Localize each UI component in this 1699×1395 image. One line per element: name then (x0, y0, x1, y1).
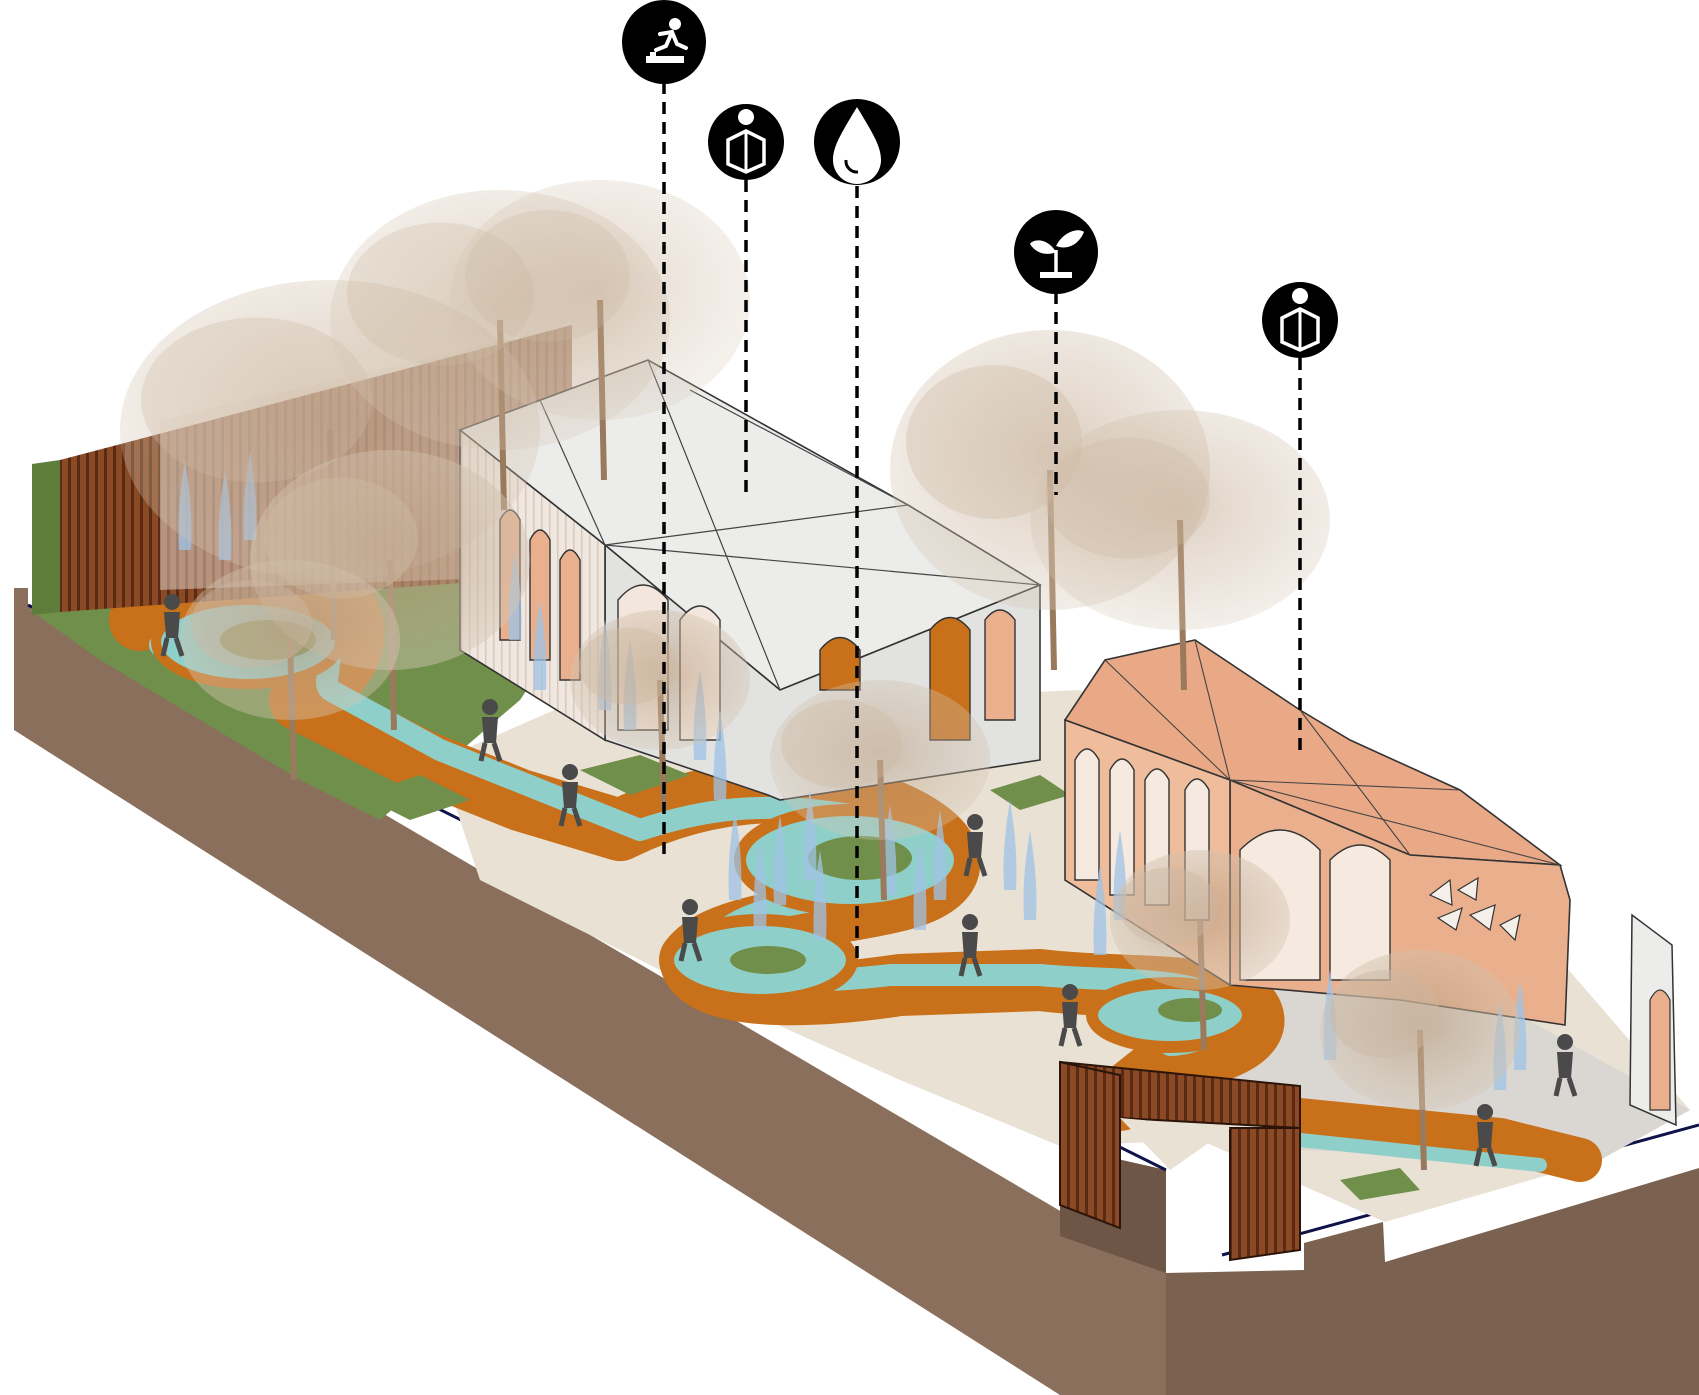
person-figure (558, 764, 583, 827)
green-wall-end (32, 460, 60, 615)
fountain-jet (883, 805, 897, 895)
fountain-jet (1023, 830, 1037, 920)
water-drop-highlight (844, 159, 859, 174)
timber-gate-top (1059, 1061, 1301, 1130)
fountain-jet (813, 850, 827, 940)
person-figure (478, 699, 503, 762)
peach-pavilion-window-triangles (1428, 876, 1521, 942)
soil-front-face (1166, 1168, 1699, 1395)
fountain-jet (713, 710, 727, 800)
timber-gate-left (1059, 1060, 1121, 1230)
tree (1110, 850, 1290, 1051)
fountain-jet (728, 810, 742, 900)
person-figure (963, 814, 988, 877)
callout-education-1[interactable] (708, 104, 784, 495)
fountain-jet (533, 600, 547, 690)
callout-education-2[interactable] (1262, 282, 1338, 755)
person-figure (1473, 1104, 1498, 1167)
tree (1320, 950, 1520, 1171)
timber-gate-right (1229, 1127, 1301, 1262)
fountain-jet (773, 815, 787, 905)
fountain-jet (1093, 865, 1107, 955)
planter (360, 775, 470, 820)
pool-4-island (1158, 998, 1222, 1022)
corner-kiosk-arch (1649, 989, 1671, 1111)
person-figure (1553, 1034, 1578, 1097)
person-figure (1058, 984, 1083, 1047)
fountain-jet (753, 840, 767, 930)
callout-water[interactable] (814, 99, 900, 965)
fountain-jet (1003, 800, 1017, 890)
peach-pavilion (1063, 639, 1571, 1026)
tree (770, 680, 990, 901)
callout-planting[interactable] (1014, 210, 1098, 495)
path-spur (1278, 1098, 1602, 1182)
timber-gate (1059, 1060, 1301, 1262)
reading-person-icon (726, 109, 766, 174)
person-figure (678, 899, 703, 962)
reading-person-icon (1280, 288, 1320, 352)
people (160, 594, 1578, 1167)
running-person-icon (646, 18, 688, 63)
water-channel-right (1293, 1133, 1547, 1172)
corner-kiosk (1629, 913, 1677, 1127)
trees (120, 180, 1520, 1171)
soil-left-face (14, 588, 1166, 1395)
pool-3-island (730, 946, 806, 974)
tree (180, 560, 400, 781)
gate-opening-floor (1120, 1118, 1230, 1170)
tree (1030, 410, 1330, 691)
callout-markers (622, 0, 1338, 965)
fountain-jet (933, 810, 947, 900)
tree (450, 180, 750, 481)
callout-activity[interactable] (622, 0, 706, 855)
white-pavilion-roof-lines (539, 359, 1041, 691)
peach-pavilion-roof-lines (1104, 639, 1561, 866)
fountain-jet (913, 840, 927, 930)
fountain-jet (803, 790, 817, 880)
person-figure (160, 594, 185, 657)
callout-marker-circle (622, 0, 706, 84)
sprout-icon (1030, 230, 1084, 278)
planter (1340, 1168, 1420, 1200)
person-figure (958, 914, 983, 977)
